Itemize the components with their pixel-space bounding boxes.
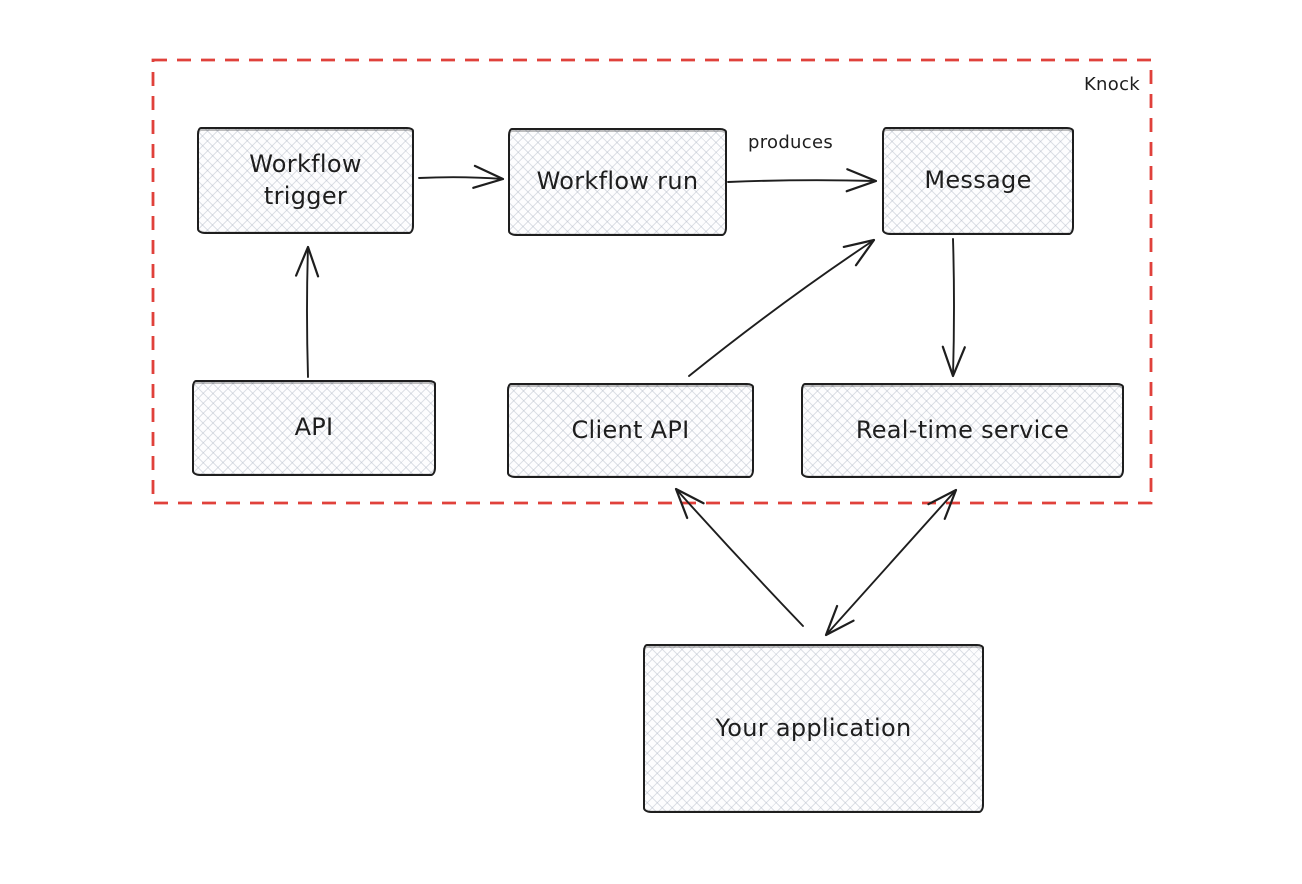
- arrow-workflow-trigger-to-workflow-run: [418, 164, 505, 189]
- node-client-api-label: Client API: [571, 415, 690, 444]
- node-realtime-service: Real-time service: [801, 383, 1124, 478]
- node-your-application: Your application: [643, 644, 984, 813]
- arrow-message-to-realtime-service: [941, 238, 966, 378]
- node-realtime-service-label: Real-time service: [855, 415, 1070, 444]
- node-workflow-trigger-label: Workflow trigger: [249, 150, 362, 210]
- node-api-label: API: [294, 413, 334, 442]
- edge-label-produces: produces: [747, 132, 834, 153]
- node-workflow-run: Workflow run: [508, 128, 727, 236]
- knock-boundary-label: Knock: [1083, 74, 1140, 95]
- node-client-api: Client API: [507, 383, 754, 478]
- node-workflow-trigger: Workflow trigger: [197, 127, 414, 234]
- node-message-label: Message: [924, 166, 1032, 195]
- node-your-application-label: Your application: [715, 713, 912, 742]
- node-workflow-run-label: Workflow run: [536, 167, 699, 196]
- arrow-your-application-realtime-service-bidirectional: [824, 488, 958, 637]
- arrow-client-api-to-message: [688, 238, 876, 377]
- arrow-api-to-workflow-trigger: [294, 245, 320, 378]
- node-message: Message: [882, 127, 1074, 235]
- node-api: API: [192, 380, 436, 476]
- arrow-your-application-to-client-api: [674, 487, 804, 627]
- arrow-workflow-run-to-message: [727, 168, 878, 193]
